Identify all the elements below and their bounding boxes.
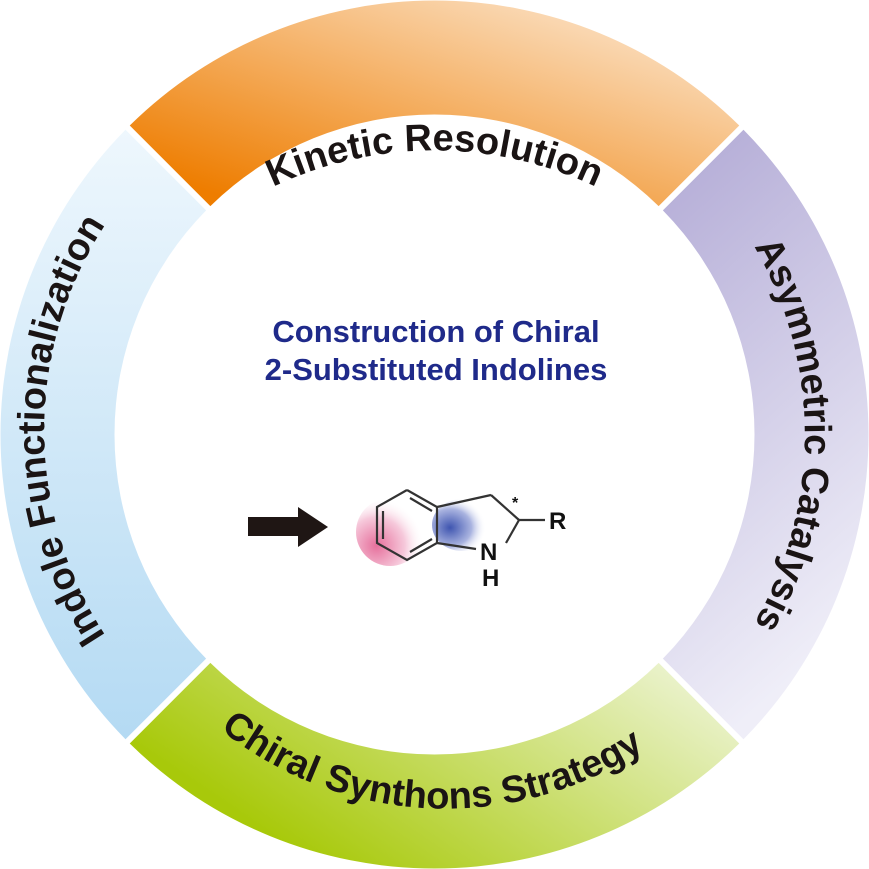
stereocenter-mark: * — [512, 495, 519, 512]
center-title-line-2: 2-Substituted Indolines — [265, 352, 608, 387]
hydrogen-atom: H — [482, 565, 499, 592]
indoline-structure: * R N H — [356, 489, 566, 592]
substituent-r: R — [549, 508, 566, 535]
pyrrolidine-highlight — [432, 499, 492, 551]
segment-asymmetric-catalysis — [662, 129, 869, 740]
nitrogen-atom: N — [480, 539, 497, 566]
right-arrow-icon — [248, 507, 328, 547]
center-title-line-1: Construction of Chiral — [272, 314, 599, 349]
benzene-highlight — [356, 498, 424, 566]
segment-chiral-synthons-strategy — [129, 662, 740, 869]
segment-indole-functionalization — [0, 129, 207, 740]
segment-kinetic-resolution — [129, 0, 740, 207]
bond-lines — [375, 489, 545, 562]
